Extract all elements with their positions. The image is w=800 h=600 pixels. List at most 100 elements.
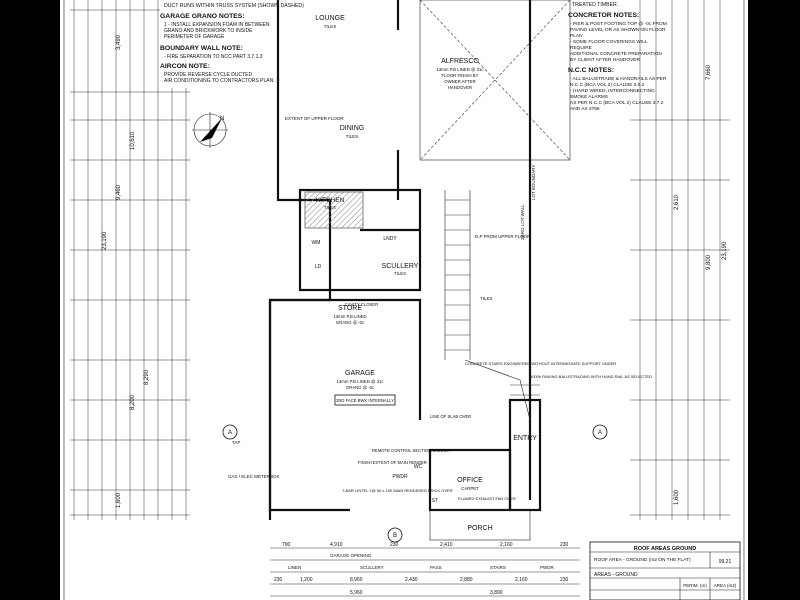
kitchen-bulkhead <box>304 191 364 229</box>
section-marker-a-right: A <box>592 424 608 440</box>
dim-bottom-mid-6: 230 <box>560 577 569 583</box>
room-porch: PORCH <box>467 525 492 532</box>
treated-note: TREATED TIMBER. <box>572 2 618 8</box>
room-scullery: SCULLERY <box>382 263 419 270</box>
double-face-box <box>334 394 396 406</box>
section-marker-b: B <box>387 527 403 543</box>
garage-notes-title: GARAGE GRANO NOTES: <box>160 13 245 20</box>
concretor-note-3: PLAN <box>570 33 583 39</box>
label-cavity: CAVITY CLOSER <box>345 302 378 307</box>
ncc-note-6: AND AS 3786 <box>570 106 600 112</box>
roof-table-title: ROOF AREAS GROUND <box>634 546 696 552</box>
room-lounge: LOUNGE <box>315 15 345 22</box>
label-zero-lot: ZERO LOT WALL <box>520 204 525 240</box>
room-wm: WM <box>312 240 321 246</box>
room-office: OFFICE <box>457 477 483 484</box>
roof-table-row1-value: 99.21 <box>719 559 732 565</box>
alfresco-sub-2: FLOOR FINISH BY <box>441 73 478 78</box>
ncc-note-5: AS PER N.C.C (BCA VOL 2) CLAUSE 3.7.2 <box>570 100 664 106</box>
dim-bottom-last-0: 5,960 <box>350 590 363 596</box>
label-lot-boundary: LOT BOUNDARY <box>531 165 536 200</box>
dim-label-pwdr: PWDR <box>540 565 554 570</box>
label-balustrade: 1000h RAKING BALUSTRADING WITH HAND RAIL… <box>530 374 652 379</box>
room-store: STORE <box>338 305 362 312</box>
garage-note-3: PERIMETER OF GARAGE <box>164 34 225 40</box>
left-dimensions: 3,490 10,610 9,460 23,190 8,290 8,200 1,… <box>70 0 190 520</box>
dim-bottom-top-2: 230 <box>390 542 399 548</box>
store-sub-2: GRANO @ -0c <box>336 320 365 325</box>
plan-walls <box>268 0 571 541</box>
concretor-note-7: BY CLIENT AFTER HANDOVER <box>570 57 640 63</box>
room-entry: ENTRY <box>513 435 537 442</box>
label-tap: TAP <box>232 440 240 445</box>
label-dp-upper: D.P FROM UPPER FLOOR <box>475 234 531 239</box>
svg-text:B: B <box>393 533 397 539</box>
ncc-note-3: - (HARD WIRED, INTERCONNECTING <box>570 88 655 94</box>
alfresco-sub-4: HANDOVER <box>448 85 472 90</box>
label-line-slab: LINE OF SLAB OVER <box>430 414 471 419</box>
room-kitchen: KITCHEN <box>316 197 345 204</box>
concretor-note-2: PAVING LEVEL OR AS SHOWN ON FLOOR <box>570 27 666 33</box>
dim-label-linen: LINEN <box>288 565 301 570</box>
bottom-dimensions: 790 4,910 230 2,410 2,160 230 GARAGE OPE… <box>270 542 580 597</box>
dim-right-4: 1,600 <box>674 489 680 505</box>
ncc-note-4: SMOKE ALARMS <box>570 94 608 100</box>
left-notes: DUCT RUNS WITHIN TRUSS SYSTEM (SHOWN DAS… <box>160 0 304 88</box>
dim-left-5: 8,200 <box>130 394 136 410</box>
room-ld: LD <box>315 264 322 270</box>
ncc-note-2: N.C.C (BCA VOL 2) CLAUSE 3.9.2 <box>570 82 645 88</box>
dim-label-garage-opening: GARAGE OPENING <box>330 553 372 558</box>
room-wc: WC <box>414 464 423 470</box>
room-garage: GARAGE <box>345 370 375 377</box>
north-arrow-icon: N <box>192 112 228 148</box>
concretor-note-5: REQUIRE <box>570 45 592 51</box>
room-scullery-sub: TILES <box>394 271 406 276</box>
label-remote-door: REMOTE CONTROL SECTIONAL DOOR <box>372 448 450 453</box>
areas-table-title: AREAS - GROUND <box>594 572 638 578</box>
garage-note-2: GRANO AND BRICKWORK TO INSIDE <box>164 28 253 34</box>
aircon-title: AIRCON NOTE: <box>160 63 210 70</box>
roof-table-row1-label: ROOF AREA - GROUND (m2 ON THE FLAT) <box>594 557 691 563</box>
concretor-note-6: ADDITIONAL CONCRETE PREPARATION <box>570 51 662 57</box>
garage-note-1: 1 - INSTALL EXPANSION FOAM IN BETWEEN <box>164 22 270 28</box>
floor-plan: 3,490 10,610 9,460 23,190 8,290 8,200 1,… <box>63 0 745 600</box>
dim-left-4: 8,290 <box>144 369 150 385</box>
roof-areas-table: ROOF AREAS GROUND ROOF AREA - GROUND (m2… <box>589 541 741 600</box>
label-upper-floors: EXTENT OF UPPER FLOOR <box>285 116 344 121</box>
label-concrete-stairs: CONCRETE STAIRS ENGINEERED WITHOUT INTER… <box>465 361 616 366</box>
room-lndy: LNDY <box>383 236 397 242</box>
dim-left-6: 1,600 <box>116 492 122 508</box>
room-office-sub: CARPET <box>461 486 479 491</box>
ncc-note-1: - ALL BALUSTRADE & HANDRAILS AS PER <box>570 76 667 82</box>
right-dimensions: 7,660 9,800 23,190 2,610 1,600 <box>630 0 730 520</box>
dim-label-scullery: SCULLERY <box>360 565 384 570</box>
stairs <box>445 199 540 421</box>
boundary-title: BOUNDARY WALL NOTE: <box>160 45 243 52</box>
store-sub-1: 13mm P.B LINED <box>333 314 366 319</box>
concretor-note-4: - SOME FLOOR COVERINGS WILL <box>570 39 648 45</box>
svg-text:A: A <box>598 430 602 436</box>
label-flumed: FLUMED EXHAUST FAN OVER <box>458 496 516 501</box>
dim-bottom-mid-3: 2,430 <box>405 577 418 583</box>
dim-bottom-top-0: 790 <box>282 542 291 548</box>
dim-bottom-top-1: 4,910 <box>330 542 343 548</box>
label-tbar: T-BAR LINTEL 2@ 90 x 190 MAIN RENDERED B… <box>342 488 453 493</box>
room-kitchen-sub: TILES <box>324 205 336 210</box>
dim-bottom-mid-4: 2,880 <box>460 577 473 583</box>
dim-left-1: 10,610 <box>130 131 136 150</box>
dim-right-2: 23,190 <box>722 241 728 260</box>
aircon-note-1: PROVIDE REVERSE CYCLE DUCTED <box>164 72 252 78</box>
ncc-title: N.C.C NOTES: <box>568 67 614 74</box>
label-double-face: 2ND FACE BWK INTERNALLY <box>336 398 394 403</box>
dim-bottom-mid-2: 8,960 <box>350 577 363 583</box>
dim-left-0: 3,490 <box>116 34 122 50</box>
dim-bottom-top-5: 230 <box>560 542 569 548</box>
dim-right-3: 2,610 <box>674 194 680 210</box>
dim-left-3: 23,190 <box>102 231 108 250</box>
room-labels: LOUNGE TILES DINING TILES ALFRESCO 13mm … <box>312 15 538 532</box>
dim-label-stairs: STAIRS <box>490 565 506 570</box>
dim-bottom-mid-0: 230 <box>274 577 283 583</box>
dim-left-2: 9,460 <box>116 184 122 200</box>
svg-text:A: A <box>228 430 232 436</box>
dim-right-1: 9,800 <box>706 254 712 270</box>
